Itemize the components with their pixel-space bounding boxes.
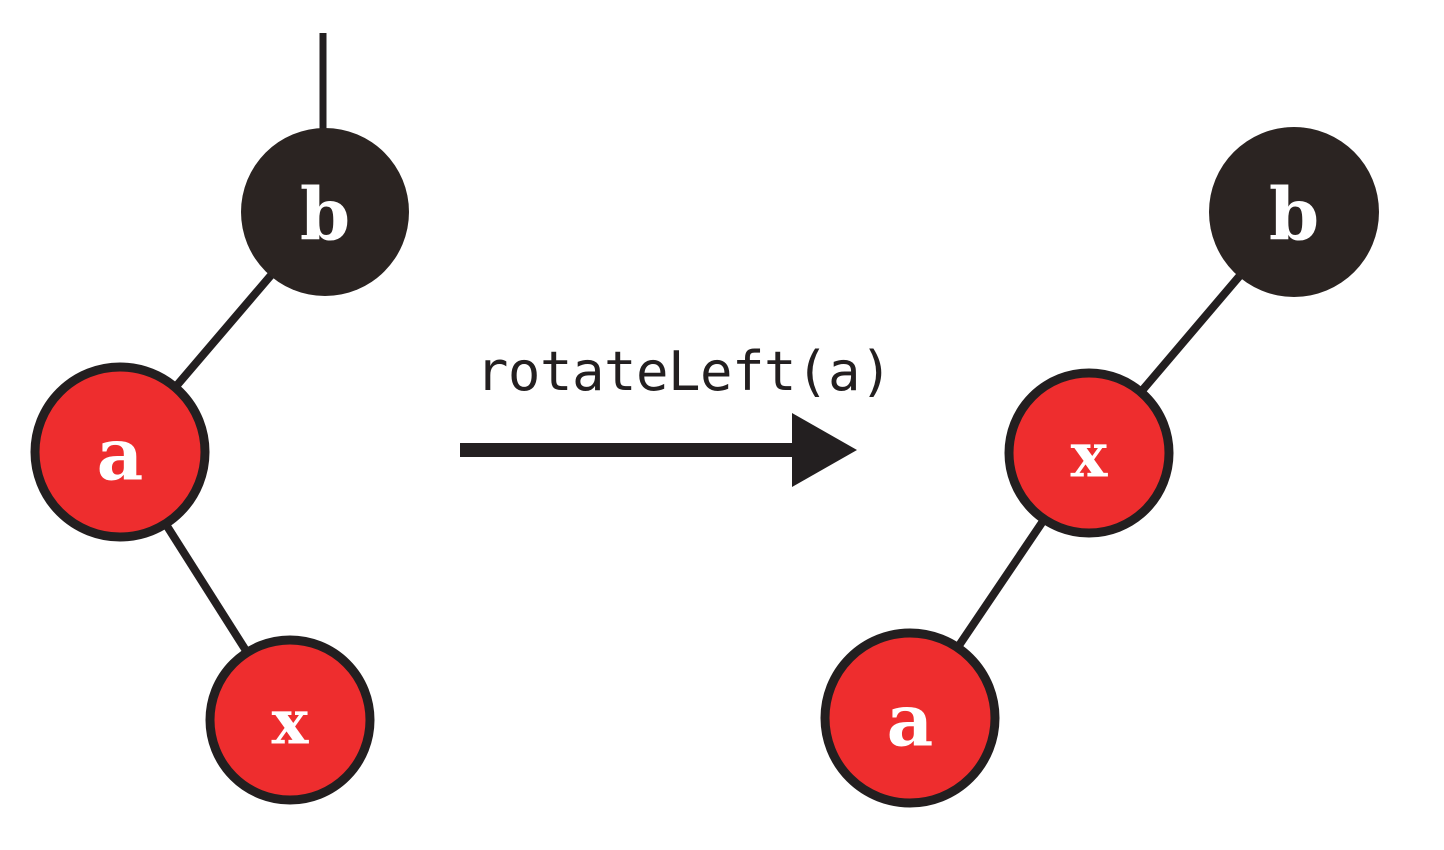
operation-label: rotateLeft(a) (476, 340, 892, 403)
node-label-x: x (1071, 419, 1109, 492)
node-circle-black (1209, 127, 1379, 297)
tree-node-after-x[interactable]: x (1004, 368, 1174, 538)
node-label-b: b (1269, 172, 1319, 257)
tree-node-before-a[interactable]: a (30, 362, 210, 542)
node-label-a: a (887, 678, 934, 763)
node-circle-red (1004, 368, 1174, 538)
arrow-head (792, 413, 857, 487)
node-circle-red (205, 635, 375, 805)
node-circle-black (241, 128, 409, 296)
node-label-a: a (97, 412, 144, 497)
tree-node-after-b[interactable]: b (1209, 127, 1379, 297)
before-tree-parent-stub (319, 33, 327, 212)
tree-node-before-b[interactable]: b (241, 128, 409, 296)
tree-node-after-a[interactable]: a (820, 628, 1000, 808)
arrow-shaft (460, 443, 800, 457)
node-circle-red (820, 628, 1000, 808)
after-tree-nodes: b x a (820, 127, 1379, 808)
node-circle-red (30, 362, 210, 542)
before-tree-nodes: b a x (30, 128, 409, 805)
node-label-x: x (272, 686, 310, 759)
node-label-b: b (300, 172, 350, 257)
rotation-arrow (460, 413, 857, 487)
parent-edge-stub (319, 33, 327, 212)
tree-node-before-x[interactable]: x (205, 635, 375, 805)
